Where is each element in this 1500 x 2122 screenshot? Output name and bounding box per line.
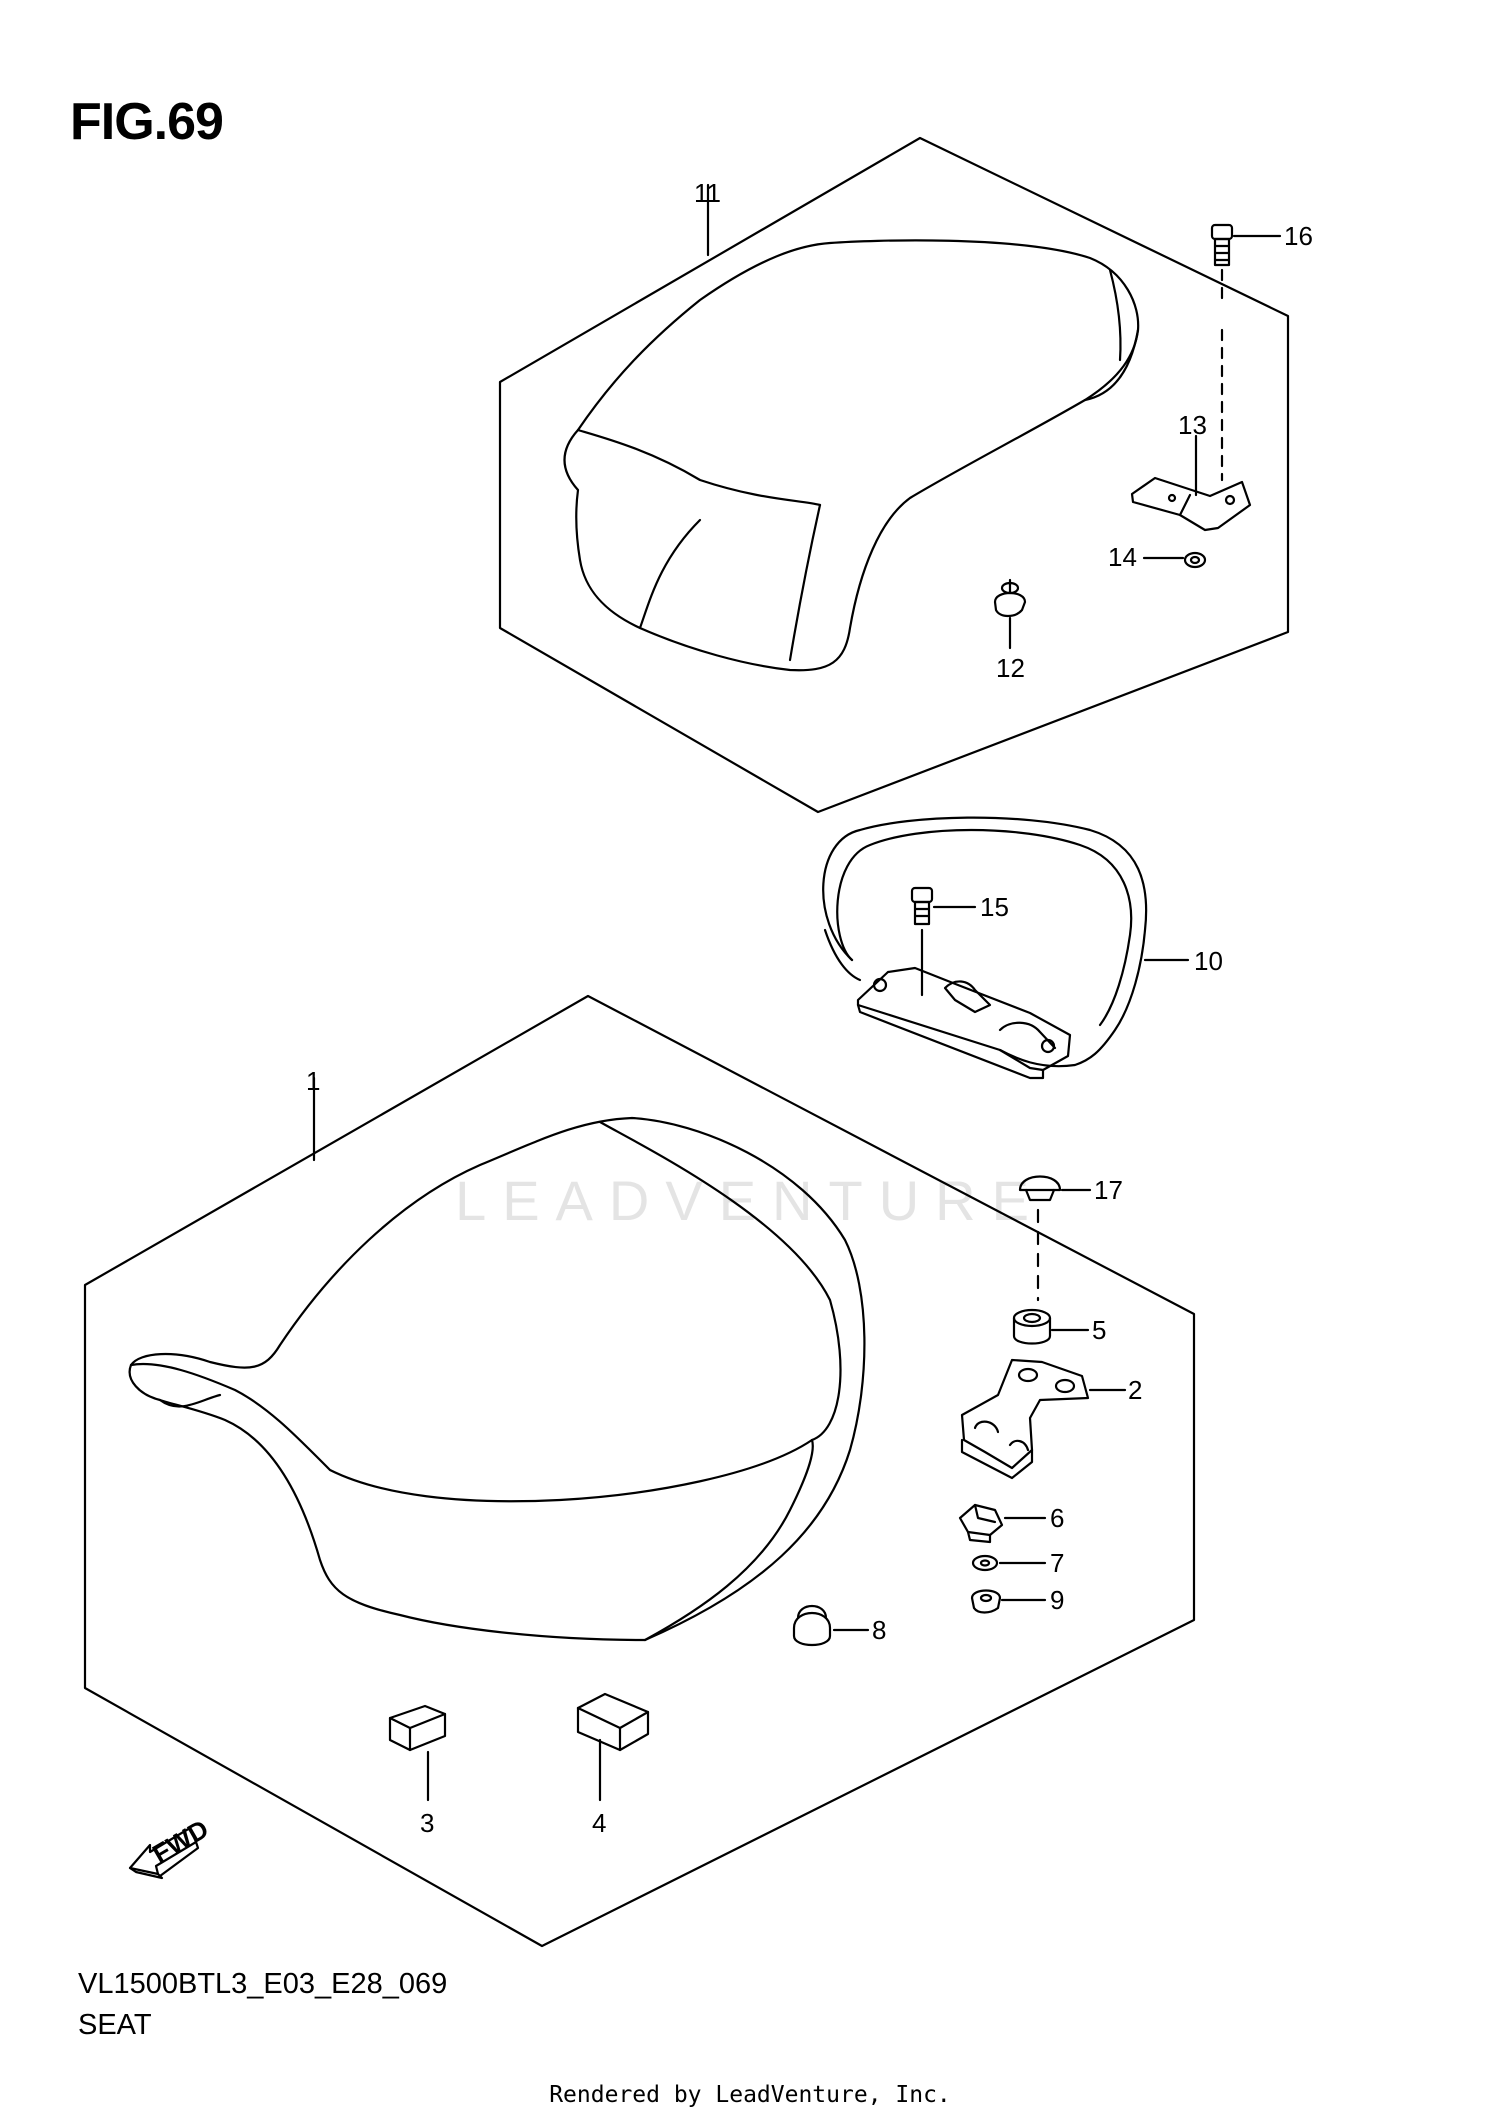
part-13-bracket[interactable] [1130, 476, 1252, 532]
callout-4: 4 [592, 1808, 606, 1838]
diagram-name: SEAT [78, 2009, 152, 2041]
callout-9: 9 [1050, 1585, 1064, 1615]
part-4-block[interactable] [576, 1692, 650, 1752]
part-16-bolt[interactable] [1210, 223, 1234, 267]
part-7-washer[interactable] [971, 1554, 999, 1572]
callout-12: 12 [996, 653, 1025, 683]
watermark-text: LEADVENTURE [455, 1169, 1045, 1232]
front-seat-group-frame [83, 994, 1196, 1948]
part-15-bolt[interactable] [910, 886, 934, 926]
part-14-nut[interactable] [1183, 551, 1207, 569]
callout-17: 17 [1094, 1175, 1123, 1205]
callout-2: 2 [1128, 1375, 1142, 1405]
part-8-cushion[interactable] [792, 1604, 832, 1647]
callout-5: 5 [1092, 1315, 1106, 1345]
part-6-clip[interactable] [958, 1503, 1004, 1544]
fig-title: FIG.69 [70, 93, 224, 151]
rear-seat-group-frame [498, 136, 1290, 814]
part-2-bracket[interactable] [960, 1358, 1090, 1480]
callout-3: 3 [420, 1808, 434, 1838]
part-10-backrest[interactable] [822, 816, 1148, 1080]
callout-8: 8 [872, 1615, 886, 1645]
callout-1: 1 [306, 1066, 320, 1096]
part-1-front-seat[interactable] [128, 1116, 866, 1642]
callout-15: 15 [980, 892, 1009, 922]
callout-14: 14 [1108, 542, 1137, 572]
part-12-cushion[interactable] [993, 578, 1027, 618]
callout-10: 10 [1194, 946, 1223, 976]
part-5-grommet[interactable] [1012, 1308, 1052, 1345]
callout-6: 6 [1050, 1503, 1064, 1533]
part-3-block[interactable] [388, 1704, 447, 1752]
part-9-nut[interactable] [970, 1589, 1002, 1614]
footer-credit: Rendered by LeadVenture, Inc. [549, 2082, 951, 2108]
fwd-arrow-icon [128, 1826, 200, 1880]
part-17-cap[interactable] [1018, 1175, 1062, 1202]
rear-seat-shape[interactable] [563, 239, 1140, 672]
callout-11: 11 [694, 178, 721, 208]
diagram-code: VL1500BTL3_E03_E28_069 [78, 1968, 448, 2000]
callout-16: 16 [1284, 221, 1313, 251]
callout-7: 7 [1050, 1548, 1064, 1578]
callout-13: 13 [1178, 410, 1207, 440]
